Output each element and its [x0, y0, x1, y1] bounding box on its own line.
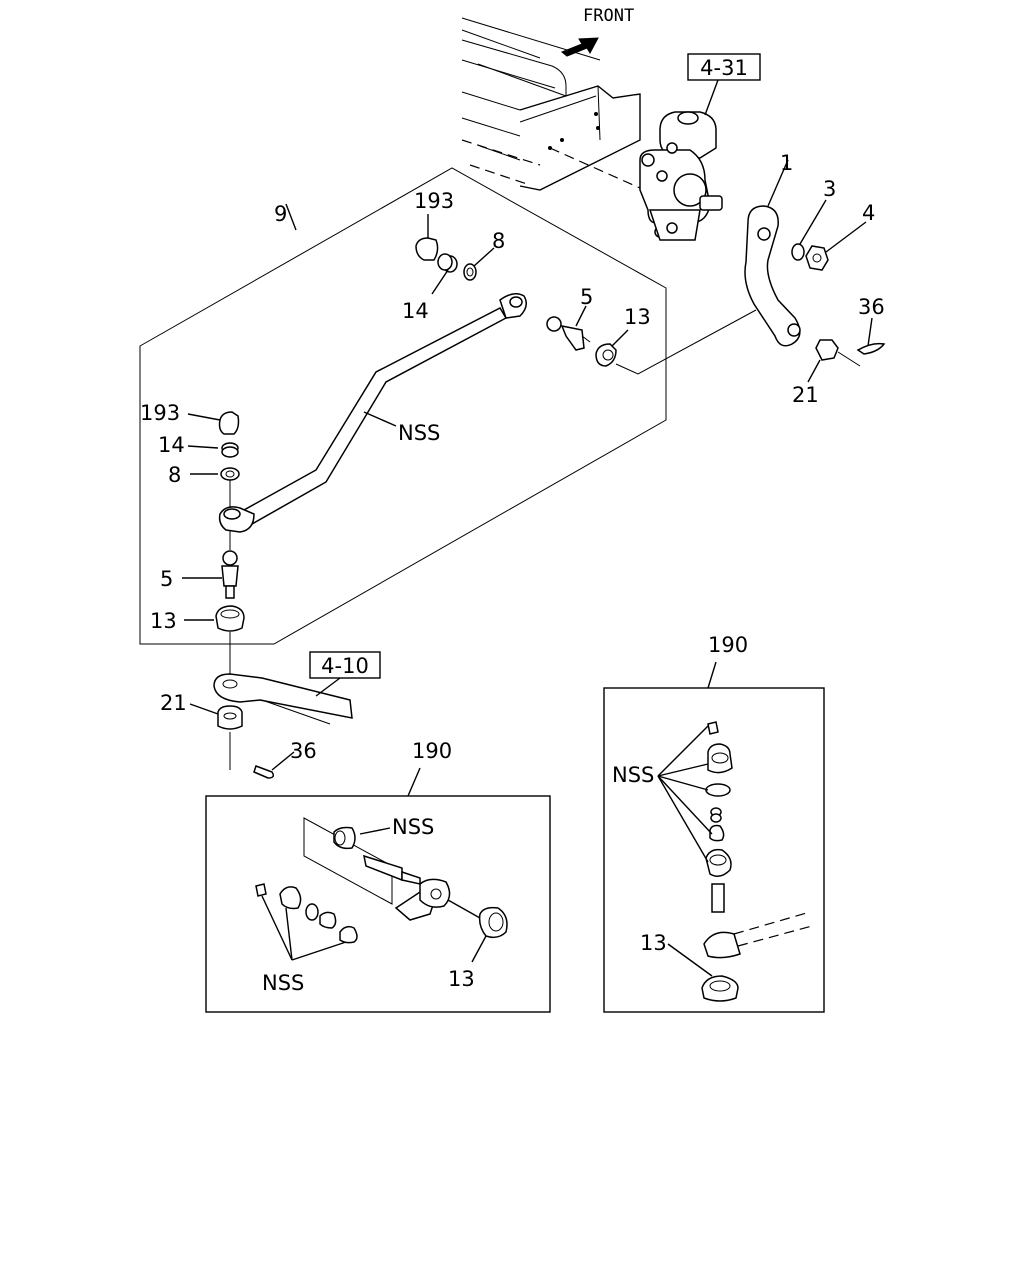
part-5-top-label: 5 [580, 285, 593, 309]
drag-link-rod: NSS [218, 293, 527, 533]
kit-190-right-nss-label: NSS [612, 763, 654, 787]
part-4-label: 4 [862, 201, 875, 225]
spring-14-left: 14 [158, 433, 239, 458]
castle-nut-21-top: 21 [792, 339, 861, 407]
kit-190-left: 190 NSS 13 NSS [205, 739, 551, 1013]
part-21-bottom-label: 21 [160, 691, 187, 715]
nss-rod-label: NSS [398, 421, 440, 445]
part-5-left-label: 5 [160, 567, 173, 591]
frame-rail [461, 17, 641, 191]
part-3-label: 3 [823, 177, 836, 201]
nut-4: 4 [805, 201, 875, 271]
kit-190-right-13-label: 13 [640, 931, 667, 955]
reference-4-31-label: 4-31 [700, 56, 748, 80]
steering-gear-box [549, 111, 723, 241]
ball-stud-5-top: 5 [546, 285, 593, 351]
steering-knuckle-arm [213, 673, 353, 725]
part-21-top-label: 21 [792, 383, 819, 407]
part-36-top-label: 36 [858, 295, 885, 319]
part-14-left-label: 14 [158, 433, 185, 457]
front-arrow-icon [561, 37, 599, 57]
dust-boot-193-left: 193 [140, 401, 240, 435]
part-1-label: 1 [780, 151, 793, 175]
ring-8-top: 8 [463, 229, 505, 281]
spring-14-top: 14 [402, 253, 458, 323]
kit-190-left-13-label: 13 [448, 967, 475, 991]
part-14-top-label: 14 [402, 299, 429, 323]
front-label: FRONT [583, 6, 634, 26]
part-8-top-label: 8 [492, 229, 505, 253]
cotter-pin-36-top: 36 [856, 295, 886, 355]
seal-13-top: 13 [595, 305, 757, 375]
part-13-left-label: 13 [150, 609, 177, 633]
part-8-left-label: 8 [168, 463, 181, 487]
part-9-label: 9 [274, 202, 287, 226]
kit-190-left-label: 190 [412, 739, 452, 763]
front-indicator: FRONT [561, 6, 634, 57]
part-36-bottom-label: 36 [290, 739, 317, 763]
kit-190-right-label: 190 [708, 633, 748, 657]
drag-link-assembly-outline: 9 [139, 167, 667, 645]
washer-3: 3 [791, 177, 836, 261]
kit-190-left-nss-top-label: NSS [392, 815, 434, 839]
kit-190-left-nss-bottom-label: NSS [262, 971, 304, 995]
cotter-pin-36-bottom: 36 [253, 739, 317, 779]
part-193-top-label: 193 [414, 189, 454, 213]
pitman-arm: 1 [744, 151, 801, 347]
dust-boot-193-top: 193 [414, 189, 454, 261]
reference-4-10[interactable]: 4-10 [309, 651, 381, 697]
ball-stud-5-left: 5 [160, 530, 239, 599]
seal-13-left: 13 [150, 605, 245, 684]
reference-4-31[interactable]: 4-31 [687, 53, 761, 116]
reference-4-10-label: 4-10 [321, 654, 369, 678]
part-193-left-label: 193 [140, 401, 180, 425]
part-13-top-label: 13 [624, 305, 651, 329]
castle-nut-21-bottom: 21 [160, 691, 243, 770]
kit-190-right: 190 13 NSS [603, 633, 825, 1013]
ring-8-left: 8 [168, 463, 240, 508]
